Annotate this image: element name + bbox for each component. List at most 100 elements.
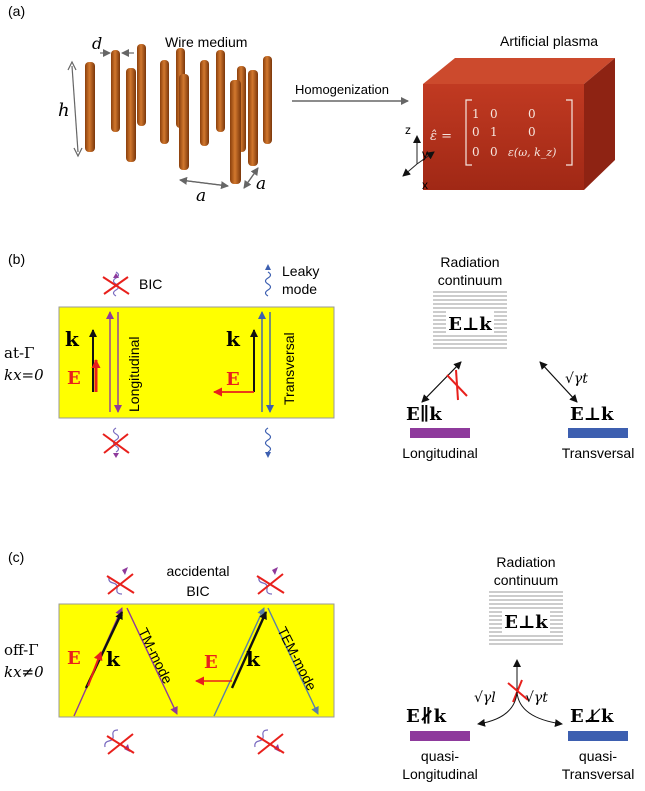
- h-label: h: [58, 100, 70, 121]
- sqrt-gamma-t-label-b: √γt: [565, 371, 588, 387]
- d-label: d: [92, 34, 102, 53]
- cross-line: [107, 733, 134, 755]
- off-gamma-label: off-Γ: [4, 641, 39, 659]
- cross-line: [257, 573, 284, 595]
- panel-a: (a) d Wire medium h: [8, 3, 615, 206]
- radiation-label-c1: Radiation: [496, 554, 555, 570]
- eps-hat-symbol: ε̂ =: [430, 129, 452, 144]
- cross-line: [257, 733, 284, 755]
- panel-c-label: (c): [8, 549, 24, 565]
- wire: [216, 50, 225, 132]
- a-label-diagonal: a: [256, 174, 266, 194]
- continuum-label-bg-c: [502, 609, 550, 633]
- matrix-bracket-right: [566, 99, 573, 166]
- continuum-label-bg: [446, 311, 494, 335]
- quasi-longitudinal-level-bar: [410, 731, 470, 741]
- E-label-c2: E: [204, 652, 218, 673]
- coupling-arrow-right-back: [539, 361, 578, 403]
- wave-line: [112, 271, 120, 297]
- forbidden-cross: [455, 369, 459, 401]
- wave-line: [112, 427, 120, 453]
- cube-side: [584, 58, 615, 190]
- matrix-r2c3: 0: [528, 125, 536, 139]
- transversal-vertical-label: Transversal: [281, 332, 297, 405]
- wire: [111, 50, 120, 132]
- wave-line: [264, 271, 272, 297]
- wire: [200, 60, 209, 146]
- bic-wave-bottom: [102, 427, 130, 458]
- wave-arrowhead: [113, 273, 119, 278]
- wave-arrowhead: [272, 567, 278, 575]
- matrix-r1c3: 0: [528, 107, 536, 121]
- E-label-b1: E: [67, 368, 81, 389]
- matrix-r3c2: 0: [490, 145, 498, 159]
- leaky-label-2: mode: [282, 281, 317, 297]
- kx-nonzero-label: kx≠0: [4, 663, 44, 681]
- quasi-transversal-level-bar: [568, 731, 628, 741]
- matrix-r2c2: 1: [490, 125, 498, 139]
- bic-wave-bottom-c1: [104, 729, 135, 755]
- e-perp-k-label-b: E⊥k: [570, 404, 614, 425]
- e-perp-k-continuum-b: E⊥k: [448, 314, 492, 335]
- wire: [160, 60, 169, 144]
- matrix-r1c2: 0: [490, 107, 498, 121]
- matrix-r1c1: 1: [472, 107, 480, 121]
- coupling-arrow-left-back: [421, 361, 462, 403]
- wire: [263, 56, 272, 144]
- accidental-label-2: BIC: [186, 583, 209, 599]
- at-gamma-label: at-Γ: [4, 344, 34, 362]
- wave-arrowhead: [265, 264, 271, 270]
- wire: [179, 74, 189, 170]
- radiation-label-c2: continuum: [494, 572, 559, 588]
- transversal-label: Transversal: [562, 445, 635, 461]
- k-label-c2: k: [246, 647, 261, 671]
- x-axis-label: x: [422, 178, 428, 192]
- wire: [248, 70, 258, 166]
- wire: [137, 44, 146, 126]
- k-label-b2: k: [226, 327, 241, 351]
- k-label-b1: k: [65, 327, 80, 351]
- wave-line: [108, 576, 123, 595]
- e-perp-k-continuum-c: E⊥k: [504, 612, 548, 633]
- leaky-label-1: Leaky: [282, 263, 319, 279]
- wire-array: [85, 44, 272, 184]
- a-arrow-horizontal-back: [179, 176, 229, 187]
- E-arrow-c1: [87, 651, 103, 687]
- wave-arrowhead: [265, 452, 271, 458]
- tem-rising-arrow: [213, 607, 265, 717]
- matrix-r2c1: 0: [472, 125, 480, 139]
- quasi-longitudinal-label-1: quasi-: [421, 748, 459, 764]
- bic-wave-top-c1: [106, 567, 135, 595]
- wire-medium-label: Wire medium: [165, 34, 247, 50]
- E-label-b2: E: [226, 369, 240, 390]
- wire: [126, 68, 136, 162]
- radiation-label-b1: Radiation: [440, 254, 499, 270]
- artificial-plasma-cube: [423, 58, 615, 190]
- panel-b-label: (b): [8, 251, 25, 267]
- sqrt-gamma-t-label-c: √γt: [525, 690, 548, 706]
- bic-wave-top: [102, 271, 130, 297]
- cross-line: [107, 573, 134, 595]
- wave-line: [264, 427, 272, 453]
- artificial-plasma-label: Artificial plasma: [500, 33, 598, 49]
- wave-line: [258, 576, 273, 595]
- leaky-wave-bottom: [264, 427, 272, 458]
- matrix-bracket-left: [465, 99, 472, 166]
- slab-c: [58, 603, 335, 718]
- h-arrow: [71, 65, 79, 153]
- k-label-c1: k: [106, 647, 121, 671]
- x-axis: [402, 163, 418, 177]
- matrix-r3c3: ε(ω, k_z): [508, 146, 556, 159]
- y-axis: [416, 151, 435, 165]
- longitudinal-vertical-label: Longitudinal: [126, 336, 142, 412]
- radiation-label-b2: continuum: [438, 272, 503, 288]
- decay-arrow-right: [516, 691, 563, 727]
- y-axis-label: y: [422, 147, 428, 161]
- cube-top: [423, 58, 615, 84]
- sqrt-gamma-l-label: √γl: [474, 690, 496, 706]
- leaky-wave-top: [264, 264, 272, 297]
- quasi-transversal-label-1: quasi-: [579, 748, 617, 764]
- continuum-lines-b: [433, 291, 507, 349]
- a-label-horizontal: a: [196, 186, 206, 206]
